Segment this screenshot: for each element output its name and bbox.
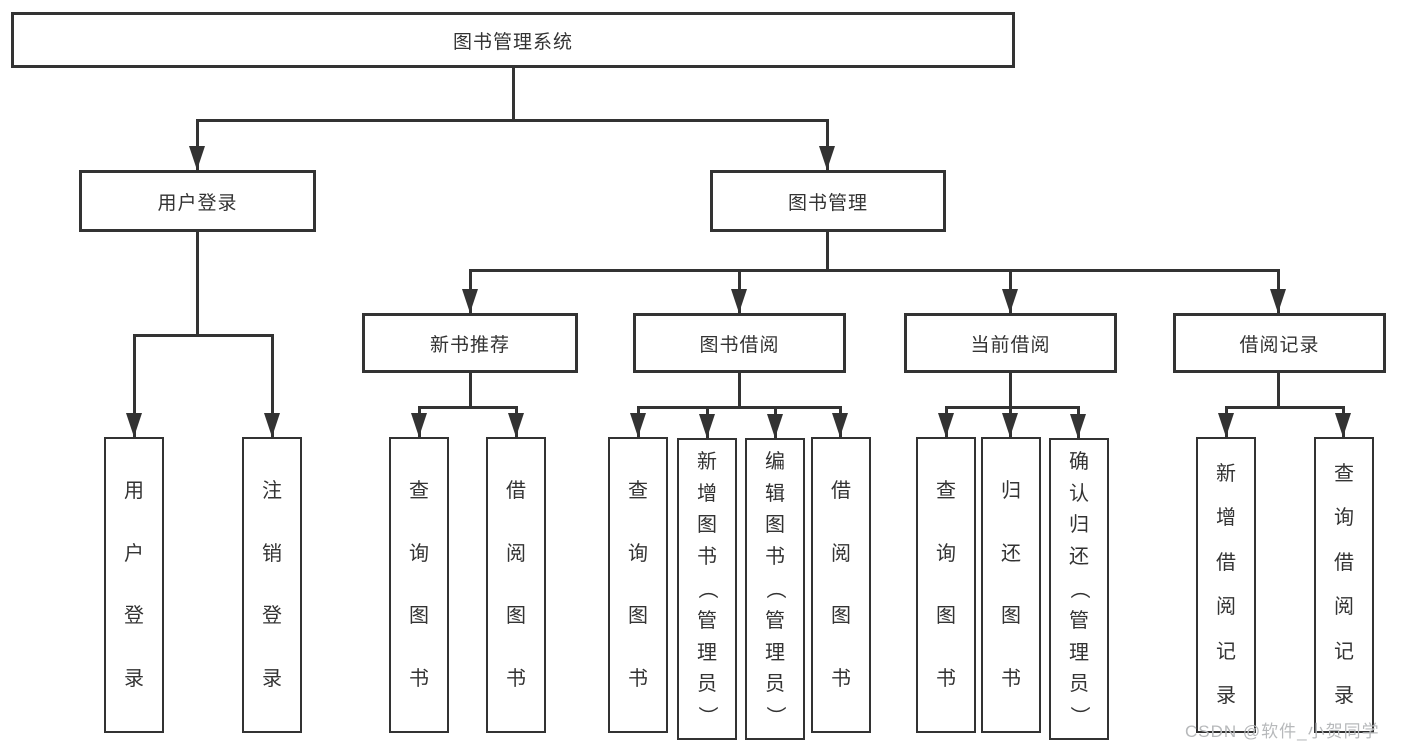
arrow-down-icon [189,146,205,170]
arrow-down-icon [1218,413,1234,437]
leaf-logout-label: 注销登录 [262,480,282,690]
leaf-query-borrow-record-label: 查询借阅记录 [1334,462,1354,708]
arrow-down-icon [767,414,783,438]
arrow-down-icon [1335,413,1351,437]
connector-line [469,269,1280,272]
connector-line [637,406,842,409]
leaf-query-books-3-label: 查询图书 [936,480,956,690]
connector-line [1225,406,1345,409]
connector-line [945,406,1080,409]
node-book-management-label: 图书管理 [787,192,868,214]
connector-line [133,334,136,437]
connector-line [1277,373,1280,407]
arrow-down-icon [1070,414,1086,438]
node-book-borrowing-label: 图书借阅 [699,334,780,356]
arrow-down-icon [938,413,954,437]
node-current-borrowing-label: 当前借阅 [970,334,1051,356]
leaf-query-books-1: 查询图书 [389,437,449,733]
arrow-down-icon [1270,289,1286,313]
connector-line [826,119,829,170]
arrow-down-icon [630,413,646,437]
arrow-down-icon [411,413,427,437]
leaf-add-books-admin: 新增图书（管理员） [677,438,737,740]
node-user-login-label: 用户登录 [157,192,238,214]
connector-line [512,68,515,121]
leaf-user-login-label: 用户登录 [124,480,144,690]
leaf-logout: 注销登录 [242,437,302,733]
arrow-down-icon [508,413,524,437]
node-book-borrowing: 图书借阅 [633,313,846,373]
leaf-query-borrow-record: 查询借阅记录 [1314,437,1374,733]
leaf-borrow-books-1: 借阅图书 [486,437,546,733]
csdn-watermark: CSDN @软件_小贺同学 [1185,722,1380,741]
leaf-add-borrow-record-label: 新增借阅记录 [1216,462,1236,708]
leaf-borrow-books-2: 借阅图书 [811,437,871,733]
connector-line [271,334,274,437]
connector-line [469,373,472,407]
connector-line [826,232,829,271]
connector-line [133,334,274,337]
node-book-management: 图书管理 [710,170,946,232]
connector-line [196,232,199,335]
connector-line [196,119,829,122]
leaf-borrow-books-2-label: 借阅图书 [831,480,851,690]
node-user-login: 用户登录 [79,170,316,232]
leaf-return-books-label: 归还图书 [1001,480,1021,690]
leaf-add-books-admin-label: 新增图书（管理员） [696,450,718,727]
connector-line [1009,373,1012,407]
leaf-borrow-books-1-label: 借阅图书 [506,480,526,690]
leaf-return-books: 归还图书 [981,437,1041,733]
arrow-down-icon [819,146,835,170]
arrow-down-icon [126,413,142,437]
arrow-down-icon [832,413,848,437]
leaf-query-books-2: 查询图书 [608,437,668,733]
connector-line [738,373,741,407]
arrow-down-icon [462,289,478,313]
leaf-add-borrow-record: 新增借阅记录 [1196,437,1256,733]
node-borrowing-records-label: 借阅记录 [1239,334,1320,356]
arrow-down-icon [1002,413,1018,437]
leaf-query-books-3: 查询图书 [916,437,976,733]
leaf-query-books-2-label: 查询图书 [628,480,648,690]
node-new-book-recommend: 新书推荐 [362,313,578,373]
connector-line [196,119,199,170]
arrow-down-icon [731,289,747,313]
node-borrowing-records: 借阅记录 [1173,313,1386,373]
node-current-borrowing: 当前借阅 [904,313,1117,373]
arrow-down-icon [699,414,715,438]
node-root: 图书管理系统 [11,12,1015,68]
leaf-edit-books-admin: 编辑图书（管理员） [745,438,805,740]
leaf-confirm-return-admin-label: 确认归还（管理员） [1068,450,1090,727]
connector-line [418,406,518,409]
leaf-query-books-1-label: 查询图书 [409,480,429,690]
leaf-edit-books-admin-label: 编辑图书（管理员） [764,450,786,727]
leaf-user-login: 用户登录 [104,437,164,733]
arrow-down-icon [264,413,280,437]
node-new-book-recommend-label: 新书推荐 [429,334,510,356]
node-root-label: 图书管理系统 [452,31,573,53]
arrow-down-icon [1002,289,1018,313]
leaf-confirm-return-admin: 确认归还（管理员） [1049,438,1109,740]
